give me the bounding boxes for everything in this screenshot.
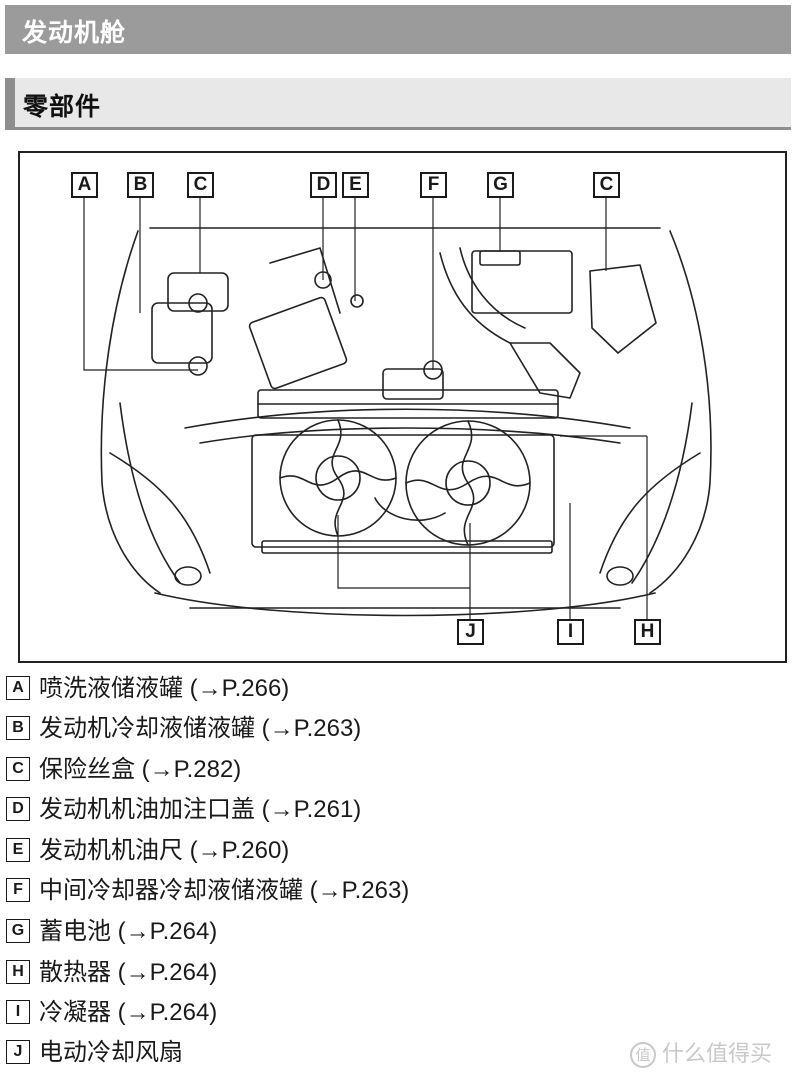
legend-key: J xyxy=(6,1040,30,1064)
engine-compartment-diagram: A B C D E F G C J I H xyxy=(18,151,787,663)
page-reference: (→P.264) xyxy=(111,959,218,986)
callout-i: I xyxy=(557,619,584,645)
legend-text: 发动机机油加注口盖 (→P.261) xyxy=(39,791,361,828)
legend-item: J 电动冷却风扇 xyxy=(6,1034,786,1070)
callout-f: F xyxy=(420,172,447,198)
legend-label: 发动机机油尺 xyxy=(39,836,183,864)
legend-key: F xyxy=(6,878,30,902)
legend-key: D xyxy=(6,797,30,821)
legend-key: E xyxy=(6,838,30,862)
callout-j: J xyxy=(457,619,484,645)
legend-key: G xyxy=(6,919,30,943)
legend-text: 发动机冷却液储液罐 (→P.263) xyxy=(39,710,361,747)
page-reference: (→P.266) xyxy=(183,675,290,702)
legend-key: H xyxy=(6,960,30,984)
legend-text: 散热器 (→P.264) xyxy=(39,954,217,991)
subsection-header: 零部件 xyxy=(5,78,791,130)
legend-item: C 保险丝盒 (→P.282) xyxy=(6,751,786,787)
legend-text: 发动机机油尺 (→P.260) xyxy=(39,832,289,869)
legend-item: F 中间冷却器冷却液储液罐 (→P.263) xyxy=(6,872,786,908)
callout-b: B xyxy=(127,172,154,198)
legend-text: 蓄电池 (→P.264) xyxy=(39,913,217,950)
callout-h: H xyxy=(634,619,661,645)
page-reference: (→P.282) xyxy=(135,756,242,783)
legend-text: 冷凝器 (→P.264) xyxy=(39,994,217,1031)
callout-e: E xyxy=(342,172,369,198)
page-reference: (→P.260) xyxy=(183,837,290,864)
legend-key: I xyxy=(6,1000,30,1024)
legend-label: 电动冷却风扇 xyxy=(39,1038,183,1066)
legend-label: 喷洗液储液罐 xyxy=(39,674,183,702)
callout-a: A xyxy=(71,172,98,198)
callout-g: G xyxy=(487,172,514,198)
watermark-logo-icon: 值 xyxy=(630,1042,656,1068)
legend-label: 散热器 xyxy=(39,958,111,986)
legend-item: B 发动机冷却液储液罐 (→P.263) xyxy=(6,710,786,746)
legend-key: C xyxy=(6,757,30,781)
legend-item: A 喷洗液储液罐 (→P.266) xyxy=(6,670,786,706)
page-reference: (→P.264) xyxy=(111,999,218,1026)
legend-key: A xyxy=(6,676,30,700)
legend-item: D 发动机机油加注口盖 (→P.261) xyxy=(6,791,786,827)
engine-line-drawing xyxy=(83,196,712,621)
legend-key: B xyxy=(6,716,30,740)
legend-label: 发动机冷却液储液罐 xyxy=(39,714,255,742)
legend-text: 中间冷却器冷却液储液罐 (→P.263) xyxy=(39,872,409,909)
callout-d: D xyxy=(310,172,337,198)
watermark-text: 什么值得买 xyxy=(662,1042,773,1067)
section-title: 发动机舱 xyxy=(22,18,127,47)
page-reference: (→P.263) xyxy=(303,877,410,904)
legend-label: 发动机机油加注口盖 xyxy=(39,795,255,823)
legend-item: G 蓄电池 (→P.264) xyxy=(6,913,786,949)
page-reference: (→P.264) xyxy=(111,918,218,945)
watermark: 值什么值得买 xyxy=(630,1037,772,1073)
legend-label: 保险丝盒 xyxy=(39,755,135,783)
legend-text: 保险丝盒 (→P.282) xyxy=(39,751,241,788)
legend-item: I 冷凝器 (→P.264) xyxy=(6,994,786,1030)
legend-label: 冷凝器 xyxy=(39,998,111,1026)
callout-c-left: C xyxy=(187,172,214,198)
legend-text: 电动冷却风扇 xyxy=(39,1034,183,1071)
legend-item: H 散热器 (→P.264) xyxy=(6,954,786,990)
legend-item: E 发动机机油尺 (→P.260) xyxy=(6,832,786,868)
callout-c-right: C xyxy=(593,172,620,198)
page-reference: (→P.261) xyxy=(255,796,362,823)
legend-label: 蓄电池 xyxy=(39,917,111,945)
page-reference: (→P.263) xyxy=(255,715,362,742)
section-header: 发动机舱 xyxy=(5,5,791,54)
subsection-title: 零部件 xyxy=(23,92,102,121)
legend-text: 喷洗液储液罐 (→P.266) xyxy=(39,670,289,707)
legend-label: 中间冷却器冷却液储液罐 xyxy=(39,876,303,904)
